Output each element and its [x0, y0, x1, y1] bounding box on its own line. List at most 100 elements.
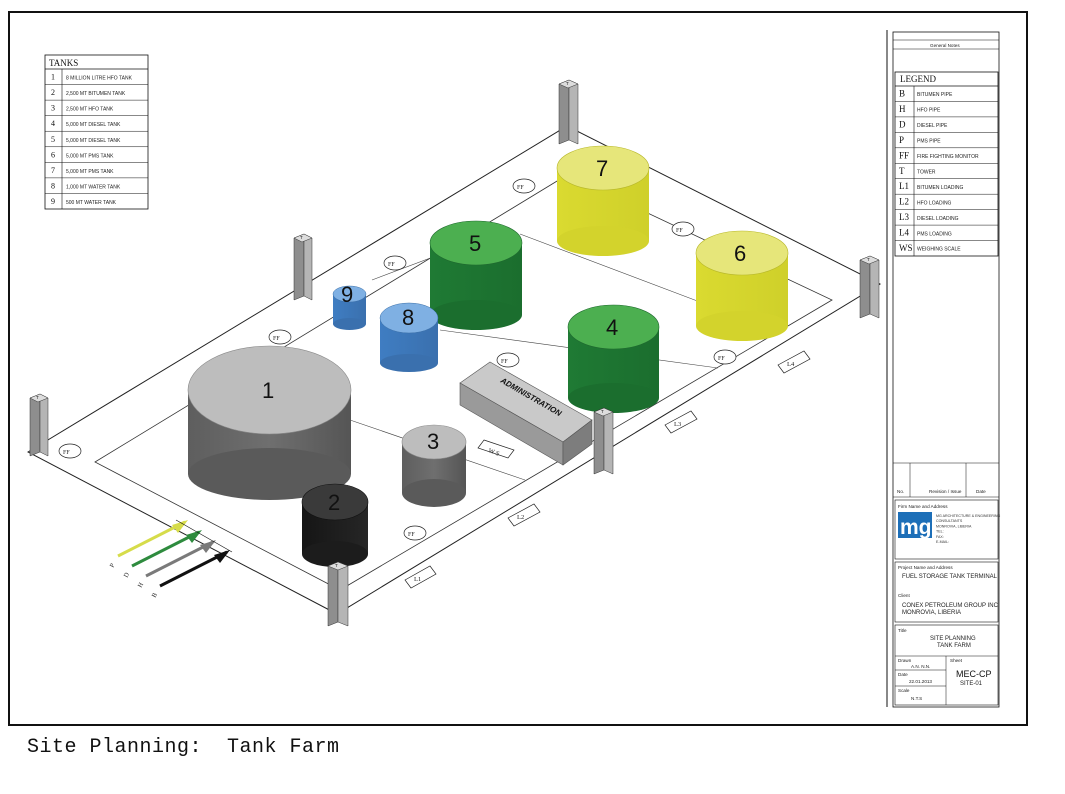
project-name: FUEL STORAGE TANK TERMINAL	[902, 574, 998, 580]
tank-1: 1	[187, 345, 352, 500]
firm-block: Firm Name and Address mg MG ARCHITECTURE…	[894, 499, 1000, 560]
tank-row-number: 1	[51, 73, 55, 82]
svg-text:FF: FF	[408, 532, 415, 538]
legend-desc: BITUMEN PIPE	[917, 92, 953, 98]
tank-row-desc: 500 MT WATER TANK	[66, 200, 117, 206]
tank-row-desc: 5,000 MT PMS TANK	[66, 169, 114, 175]
pipe-d	[131, 530, 200, 568]
svg-text:FF: FF	[388, 262, 395, 268]
svg-text:L2: L2	[517, 514, 524, 521]
scale-label: Scale	[898, 688, 910, 693]
ff-monitor: FF	[512, 178, 536, 194]
loading-bay-l1: L1	[404, 565, 437, 589]
tank-row-desc: 8 MILLION LITRE HFO TANK	[66, 76, 133, 82]
pipe-label-d: D	[123, 571, 132, 579]
legend-desc: PMS LOADING	[917, 231, 952, 237]
tank-row-number: 5	[51, 135, 55, 144]
tank-row-desc: 5,000 MT PMS TANK	[66, 153, 114, 159]
pipe-b-arrowhead	[214, 550, 230, 563]
svg-text:L1: L1	[414, 576, 421, 583]
tank-row-desc: 5,000 MT DIESEL TANK	[66, 122, 121, 128]
tank-row-number: 6	[51, 150, 55, 159]
legend-key: D	[899, 119, 906, 129]
tank-8: 8	[379, 302, 439, 372]
sheet-title-block: Title SITE PLANNING TANK FARM Drawn A.N.…	[894, 624, 999, 706]
tank-number: 3	[427, 429, 439, 454]
ff-monitor: FF	[713, 349, 737, 365]
legend-desc: HFO LOADING	[917, 200, 952, 206]
svg-text:L4: L4	[787, 361, 795, 368]
svg-text:T: T	[335, 563, 338, 568]
pipe-d-arrowhead	[186, 530, 202, 543]
legend-key: L2	[899, 197, 909, 207]
ff-monitors: FF FF FF FF FF FF FF FF	[58, 178, 737, 541]
legend-key: H	[899, 104, 906, 114]
svg-text:FF: FF	[517, 185, 524, 191]
tank-number: 5	[469, 231, 481, 256]
general-notes-label: General Notes	[930, 43, 960, 48]
towers: T T T T T T	[29, 79, 880, 627]
tank-row-number: 2	[51, 88, 55, 97]
legend-desc: WEIGHING SCALE	[917, 247, 961, 253]
svg-text:FF: FF	[501, 359, 508, 365]
scale-value: N.T.S	[911, 696, 922, 701]
tank-4: 4	[567, 304, 660, 413]
revision-block: No. Revision / Issue Date	[893, 462, 999, 498]
tower: T	[558, 79, 579, 145]
rev-revision-label: Revision / Issue	[929, 489, 962, 494]
sheet-title-line-2: TANK FARM	[937, 643, 971, 649]
sheet-sub: SITE-01	[960, 681, 983, 687]
tank-number: 6	[734, 241, 746, 266]
tank-number: 4	[606, 315, 618, 340]
loading-bay-l3: L3	[664, 410, 698, 434]
legend-key: FF	[899, 150, 909, 160]
legend-desc: DIESEL PIPE	[917, 123, 948, 129]
sheet-frame	[8, 11, 1028, 726]
tanks-table-header: TANKS	[49, 58, 78, 68]
tower: T	[29, 393, 49, 457]
pipe-label-p: P	[109, 562, 117, 569]
svg-text:L3: L3	[674, 421, 681, 428]
svg-text:T: T	[566, 81, 569, 86]
sheet-title-label: Title	[898, 628, 907, 633]
sheet-no: MEC-CP	[956, 669, 992, 679]
tank-row-number: 3	[51, 104, 55, 113]
firm-address-line: E-MAIL:	[936, 540, 949, 544]
tank-row-number: 4	[51, 119, 55, 128]
tank-row-desc: 2,500 MT HFO TANK	[66, 107, 114, 113]
tank-number: 2	[328, 490, 340, 515]
legend-key: L4	[899, 228, 909, 238]
client-line-1: CONEX PETROLEUM GROUP INC	[902, 603, 999, 609]
svg-text:T: T	[36, 395, 39, 400]
client-line-2: MONROVIA, LIBERIA	[902, 610, 961, 616]
date-label: Date	[898, 672, 908, 677]
site-plan: P D H B FF FF FF FF FF FF FF FF L1 L2 L3…	[26, 79, 882, 627]
legend-desc: FIRE FIGHTING MONITOR	[917, 154, 979, 160]
drawn-value: A.N. N.N.	[911, 664, 930, 669]
legend-desc: PMS PIPE	[917, 139, 941, 145]
pipe-label-b: B	[151, 591, 160, 599]
tank-number: 9	[341, 282, 353, 307]
legend-desc: HFO PIPE	[917, 108, 941, 114]
tower: T	[327, 561, 349, 627]
pipe-h-arrowhead	[200, 540, 216, 553]
firm-label: Firm Name and Address	[898, 504, 948, 509]
drawing-caption: Site Planning: Tank Farm	[27, 736, 340, 759]
tank-6: 6	[695, 230, 789, 341]
legend-key: L3	[899, 212, 909, 222]
tank-number: 7	[596, 156, 608, 181]
rev-no-label: No.	[897, 489, 904, 494]
svg-text:FF: FF	[676, 228, 683, 234]
ff-monitor: FF	[268, 329, 292, 345]
legend-key: B	[899, 89, 905, 99]
tank-5: 5	[429, 220, 523, 330]
firm-address-line: MONROVIA, LIBERIA	[936, 524, 972, 528]
svg-text:T: T	[300, 235, 303, 240]
tank-9: 9	[332, 282, 367, 330]
tank-2: 2	[301, 483, 369, 567]
svg-text:T: T	[867, 257, 870, 262]
project-block: Project Name and Address FUEL STORAGE TA…	[894, 561, 999, 623]
road-cross-c	[519, 233, 701, 303]
